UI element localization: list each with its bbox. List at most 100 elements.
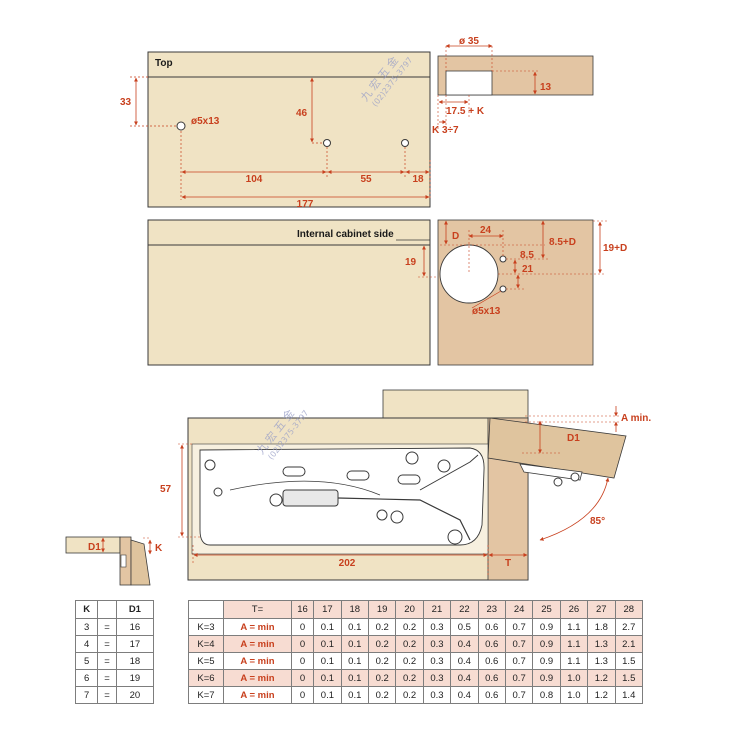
dim-19: 19 [405, 257, 417, 268]
angle-85: 85° [590, 516, 605, 527]
a-min-cell: 0.2 [395, 669, 424, 687]
a-min-cell: 0.9 [532, 635, 561, 653]
a-min-col-header: 18 [340, 600, 369, 619]
a-min-col-header: 22 [450, 600, 479, 619]
dim-k-3-7: K 3÷7 [432, 125, 459, 136]
a-min-col-header: 21 [422, 600, 452, 619]
a-min-row-label: A = min [223, 652, 292, 670]
k-d1-header-d1: D1 [115, 600, 155, 619]
dim-21: 21 [522, 264, 534, 275]
a-min-row-k: K=5 [187, 652, 225, 670]
dim-a-min: A min. [621, 413, 651, 424]
a-min-cell: 2.1 [614, 635, 643, 653]
k-d1-cell: 19 [115, 669, 155, 687]
dim-57: 57 [160, 484, 172, 495]
dim-18: 18 [412, 174, 424, 185]
a-min-cell: 0.2 [367, 686, 397, 704]
side-hole-label: ø5x13 [472, 306, 501, 317]
k-d1-cell: 20 [115, 686, 155, 704]
a-min-cell: 1.5 [614, 652, 643, 670]
a-min-cell: 0.1 [313, 635, 342, 653]
a-min-row-label: A = min [223, 618, 292, 636]
a-min-cell: 0 [290, 652, 315, 670]
k-d1-cell: 5 [74, 652, 99, 670]
k-d1-row: 4=17 [74, 635, 155, 653]
a-min-cell: 0.3 [422, 618, 452, 636]
a-min-cell: 0.1 [313, 686, 342, 704]
a-min-cell: 0.2 [395, 686, 424, 704]
a-min-col-header: 25 [532, 600, 561, 619]
k-d1-cell: 7 [74, 686, 99, 704]
door-panel [487, 417, 627, 479]
k-d1-cell: 17 [115, 635, 155, 653]
a-min-col-header: 28 [614, 600, 643, 619]
k-d1-row: 6=19 [74, 669, 155, 687]
a-min-cell: 0.2 [395, 652, 424, 670]
dim-13: 13 [540, 82, 552, 93]
a-min-cell: 0.9 [532, 618, 561, 636]
a-min-col-header: 16 [290, 600, 315, 619]
dim-19-d: 19+D [603, 243, 627, 254]
mechanism-view: A min. D1 57 85° 202 T [160, 389, 651, 581]
a-min-cell: 1.4 [614, 686, 643, 704]
k-d1-header-k: K [74, 600, 99, 619]
a-min-cell: 0.7 [504, 618, 534, 636]
a-min-cell: 1.1 [559, 652, 589, 670]
a-min-cell: 0.7 [504, 686, 534, 704]
top-view-title: Top [155, 58, 173, 69]
side-view-title: Internal cabinet side [297, 229, 394, 240]
k-d1-header-row: K D1 [74, 600, 155, 619]
a-min-cell: 2.7 [614, 618, 643, 636]
dim-17-5-k: 17.5 + K [446, 106, 485, 117]
a-min-cell: 0.2 [367, 652, 397, 670]
a-min-header-blank [187, 600, 225, 619]
a-min-row-k: K=6 [187, 669, 225, 687]
a-min-cell: 0.2 [367, 635, 397, 653]
dim-46: 46 [296, 108, 308, 119]
a-min-cell: 0.1 [340, 686, 369, 704]
dim-k-small: K [155, 543, 163, 554]
a-min-col-header: 27 [587, 600, 616, 619]
a-min-cell: 0.1 [340, 652, 369, 670]
dim-104: 104 [246, 174, 263, 185]
hole-2 [323, 139, 331, 147]
dim-d: D [452, 231, 459, 242]
a-min-col-header: 24 [504, 600, 534, 619]
a-min-cell: 0.6 [477, 652, 506, 670]
k-d1-cell: 18 [115, 652, 155, 670]
k-d1-cell: 3 [74, 618, 99, 636]
a-min-cell: 1.0 [559, 669, 589, 687]
a-min-row-k: K=7 [187, 686, 225, 704]
a-min-cell: 0.8 [532, 686, 561, 704]
hole-3 [401, 139, 409, 147]
dim-202: 202 [339, 558, 356, 569]
hole-1 [176, 121, 186, 131]
a-min-row-label: A = min [223, 669, 292, 687]
a-min-cell: 1.0 [559, 686, 589, 704]
dim-d1-small: D1 [88, 542, 101, 553]
top-edge-detail: ø 35 13 17.5 + K K 3÷7 [432, 36, 594, 136]
k-d1-cell: = [97, 652, 117, 670]
mechanism-plate [199, 447, 485, 546]
a-min-cell: 1.8 [587, 618, 616, 636]
top-view-panel: Top 33 46 ø5x13 104 55 18 177 [120, 51, 431, 210]
a-min-cell: 0.6 [477, 669, 506, 687]
a-min-cell: 0.4 [450, 669, 479, 687]
k-d1-cell: = [97, 669, 117, 687]
dim-8-5-d: 8.5+D [549, 237, 576, 248]
a-min-cell: 1.3 [587, 635, 616, 653]
k-d1-cell: = [97, 635, 117, 653]
dim-55: 55 [360, 174, 372, 185]
dim-d1-mech: D1 [567, 433, 580, 444]
dim-33: 33 [120, 97, 132, 108]
a-min-cell: 0.3 [422, 669, 452, 687]
a-min-cell: 0.4 [450, 652, 479, 670]
side-detail: D 24 8.5+D 19+D 8.5 21 ø5x13 [437, 219, 627, 366]
a-min-row-k: K=4 [187, 635, 225, 653]
